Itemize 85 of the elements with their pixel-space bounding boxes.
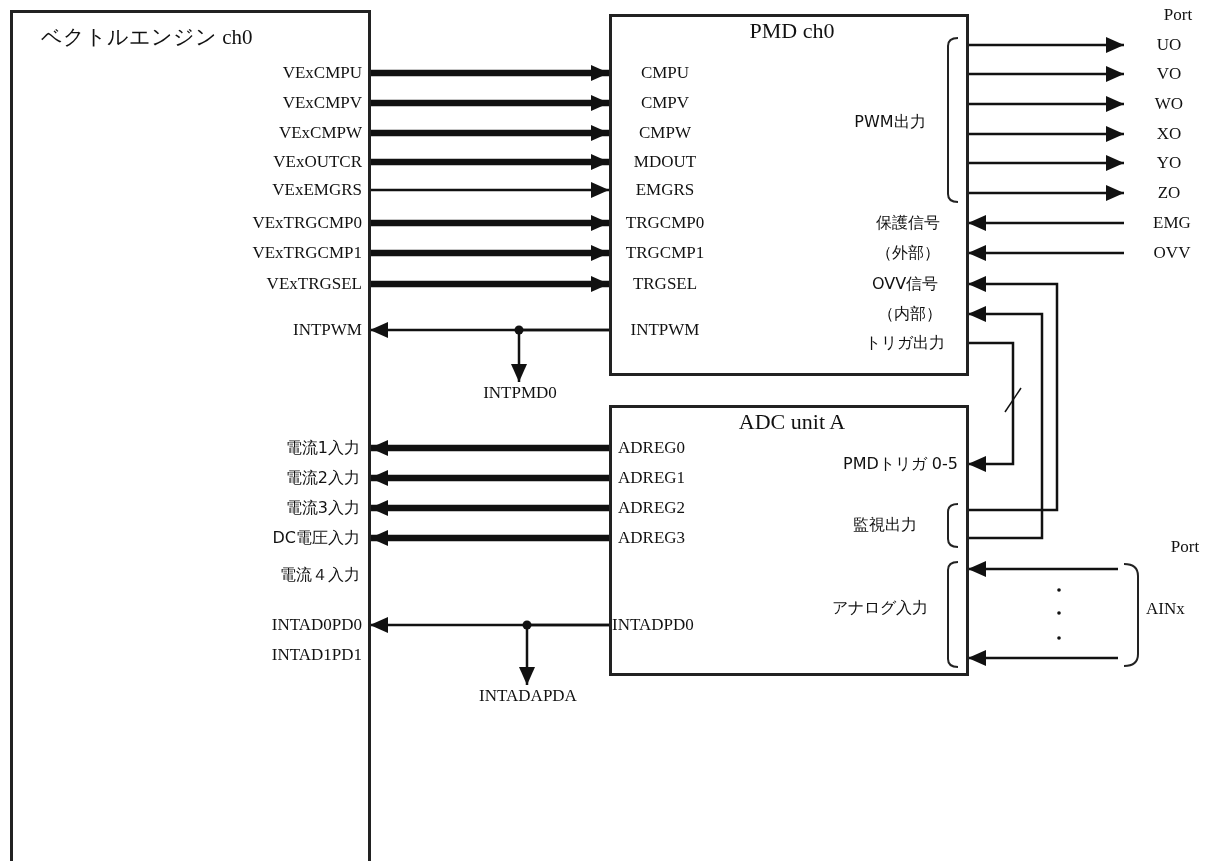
block-box bbox=[10, 10, 371, 861]
block-box bbox=[609, 405, 969, 676]
port-heading: Port bbox=[1170, 537, 1200, 557]
signal-arrow bbox=[370, 95, 609, 111]
signal-name: INTPMD0 bbox=[468, 382, 572, 404]
block-box bbox=[609, 14, 969, 376]
input-name: DC電圧入力 bbox=[272, 528, 360, 548]
pin-name: VExTRGCMP1 bbox=[252, 243, 362, 263]
signal-arrow bbox=[968, 155, 1124, 171]
pin-name: ADREG1 bbox=[618, 468, 686, 488]
block-title: ベクトルエンジン ch0 bbox=[41, 25, 253, 49]
input-name: 電流3入力 bbox=[285, 498, 360, 518]
pin-name: ADREG0 bbox=[618, 438, 686, 458]
pin-name: VExCMPW bbox=[278, 123, 362, 143]
input-name: 電流４入力 bbox=[280, 565, 360, 585]
pin-name: INTAD1PD1 bbox=[271, 645, 362, 665]
signal-arrow bbox=[370, 154, 609, 170]
pin-name: VExTRGCMP0 bbox=[252, 213, 362, 233]
input-name: 電流1入力 bbox=[285, 438, 360, 458]
signal-group-label: 保護信号 bbox=[876, 213, 940, 233]
signal-arrow bbox=[968, 561, 1118, 577]
signal-name: AINx bbox=[1146, 598, 1185, 620]
pin-name: CMPW bbox=[639, 123, 691, 143]
pin-name: INTADPD0 bbox=[612, 615, 694, 635]
signal-arrow bbox=[370, 215, 609, 231]
pin-name: EMGRS bbox=[635, 180, 695, 200]
signal-name: YO bbox=[1124, 152, 1208, 174]
signal-arrow bbox=[968, 66, 1124, 82]
pin-name: TRGSEL bbox=[632, 274, 698, 294]
signal-arrow bbox=[968, 126, 1124, 142]
signal-arrow bbox=[370, 65, 609, 81]
signal-name: XO bbox=[1124, 123, 1208, 145]
signal-arrow bbox=[519, 623, 609, 685]
pin-name: MDOUT bbox=[633, 152, 697, 172]
pin-name: ADREG3 bbox=[618, 528, 686, 548]
pin-name: CMPU bbox=[640, 63, 690, 83]
signal-group-label: OVV信号 bbox=[871, 274, 939, 294]
pin-name: TRGCMP0 bbox=[625, 213, 705, 233]
port-heading: Port bbox=[1163, 5, 1193, 25]
signal-arrow bbox=[370, 276, 609, 292]
block-title: ADC unit A bbox=[738, 410, 846, 434]
signal-name: UO bbox=[1124, 34, 1208, 56]
input-name: 電流2入力 bbox=[285, 468, 360, 488]
pin-name: INTPWM bbox=[630, 320, 700, 340]
pin-name: ADREG2 bbox=[618, 498, 686, 518]
signal-arrow bbox=[370, 440, 609, 456]
signal-group-label: （外部） bbox=[876, 243, 940, 263]
signal-group-label: 監視出力 bbox=[853, 515, 917, 535]
signal-name: OVV bbox=[1124, 242, 1208, 264]
pin-name: VExOUTCR bbox=[273, 152, 362, 172]
signal-arrow bbox=[968, 306, 1044, 540]
pin-name: VExEMGRS bbox=[272, 180, 362, 200]
pin-name: VExCMPV bbox=[282, 93, 362, 113]
signal-arrow bbox=[968, 276, 1059, 512]
signal-arrow bbox=[370, 530, 609, 546]
signal-arrow bbox=[968, 185, 1124, 201]
signal-name: WO bbox=[1124, 93, 1208, 115]
block-title: PMD ch0 bbox=[749, 19, 835, 43]
pin-name: INTAD0PD0 bbox=[271, 615, 362, 635]
signal-arrow bbox=[370, 182, 609, 198]
signal-group-label: （内部） bbox=[878, 304, 942, 324]
signal-arrow bbox=[968, 37, 1124, 53]
pin-name: VExTRGSEL bbox=[266, 274, 362, 294]
signal-arrow bbox=[370, 500, 609, 516]
signal-arrow bbox=[370, 245, 609, 261]
signal-arrow bbox=[511, 328, 609, 382]
signal-arrow bbox=[370, 125, 609, 141]
signal-group-label: トリガ出力 bbox=[865, 333, 945, 353]
pin-name: VExCMPU bbox=[282, 63, 362, 83]
signal-arrow bbox=[968, 650, 1118, 666]
signal-arrow bbox=[968, 341, 1015, 472]
signal-group-label: PWM出力 bbox=[854, 112, 926, 132]
pin-name: INTPWM bbox=[293, 320, 362, 340]
signal-group-label: PMDトリガ 0-5 bbox=[843, 454, 958, 474]
pin-name: CMPV bbox=[640, 93, 690, 113]
signal-name: EMG bbox=[1124, 212, 1208, 234]
pin-name: TRGCMP1 bbox=[625, 243, 705, 263]
signal-group-label: アナログ入力 bbox=[832, 598, 928, 618]
signal-arrow bbox=[968, 245, 1124, 261]
signal-arrow bbox=[968, 215, 1124, 231]
signal-arrow bbox=[968, 96, 1124, 112]
signal-name: ZO bbox=[1124, 182, 1208, 204]
signal-arrow bbox=[370, 470, 609, 486]
signal-name: INTADAPDA bbox=[460, 685, 596, 707]
signal-name: VO bbox=[1124, 63, 1208, 85]
